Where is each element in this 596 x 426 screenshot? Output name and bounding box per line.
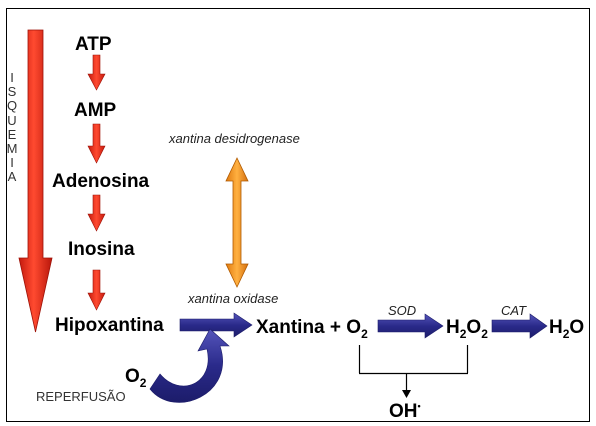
h2o2-h: H bbox=[446, 317, 460, 338]
h2o-o: O bbox=[569, 317, 585, 338]
isquemia-letter: I bbox=[10, 70, 14, 85]
h2o-h: H bbox=[549, 317, 563, 338]
outer-frame bbox=[6, 8, 590, 422]
isquemia-letter: E bbox=[7, 126, 17, 142]
xantina-text: Xantina + O bbox=[256, 317, 362, 338]
sod-arrow bbox=[377, 313, 444, 339]
hydroxyl-bracket bbox=[358, 345, 469, 392]
isquemia-letter: A bbox=[7, 169, 17, 185]
arrow-hipoxantina-xantina bbox=[179, 312, 253, 338]
arrow-inosina-hipoxantina bbox=[87, 269, 106, 311]
label-atp: ATP bbox=[75, 34, 112, 55]
arrow-adenosina-inosina bbox=[87, 194, 106, 232]
o2-text: O bbox=[125, 366, 140, 387]
label-cat: CAT bbox=[501, 303, 527, 318]
isquemia-letter: Q bbox=[6, 98, 18, 114]
isquemia-letter: U bbox=[7, 112, 17, 128]
oh-sup: • bbox=[417, 401, 421, 411]
h2o2-sub2: 2 bbox=[481, 326, 488, 341]
reperfusion-curved-arrow bbox=[149, 328, 230, 403]
label-oh-radical: OH• bbox=[389, 401, 421, 422]
label-amp: AMP bbox=[74, 100, 117, 121]
isquemia-letter: S bbox=[7, 84, 17, 100]
label-adenosina: Adenosina bbox=[52, 171, 150, 192]
cat-arrow bbox=[491, 313, 548, 339]
o2-sub: 2 bbox=[139, 375, 147, 390]
metabolic-arrows bbox=[87, 54, 106, 311]
label-hipoxantina: Hipoxantina bbox=[55, 315, 164, 336]
hydroxyl-arrowhead bbox=[402, 390, 411, 398]
label-xantina-desidrogenase: xantina desidrogenase bbox=[169, 131, 300, 146]
h2o2-sub1: 2 bbox=[459, 326, 467, 341]
label-inosina: Inosina bbox=[68, 239, 135, 260]
arrow-amp-adenosina bbox=[87, 123, 106, 164]
label-reperfusao: REPERFUSÃO bbox=[36, 389, 126, 404]
oh-text: OH bbox=[389, 401, 418, 422]
h2o-sub: 2 bbox=[562, 326, 570, 341]
isquemia-letter: I bbox=[10, 155, 14, 171]
label-o2: O2 bbox=[125, 366, 146, 389]
h2o2-o: O bbox=[466, 317, 482, 338]
label-sod: SOD bbox=[388, 303, 417, 318]
xantina-sub: 2 bbox=[361, 326, 368, 341]
label-h2o2: H2O2 bbox=[446, 317, 488, 340]
arrow-atp-amp bbox=[87, 54, 106, 91]
conversion-double-arrow bbox=[225, 157, 249, 288]
label-xantina-oxidase: xantina oxidase bbox=[188, 291, 279, 306]
isquemia-label: I S Q U E M I A bbox=[4, 70, 20, 185]
label-xantina-o2: Xantina + O2 bbox=[256, 317, 368, 340]
isquemia-arrow bbox=[18, 29, 53, 333]
isquemia-letter: M bbox=[6, 141, 18, 157]
label-h2o: H2O bbox=[549, 317, 585, 340]
